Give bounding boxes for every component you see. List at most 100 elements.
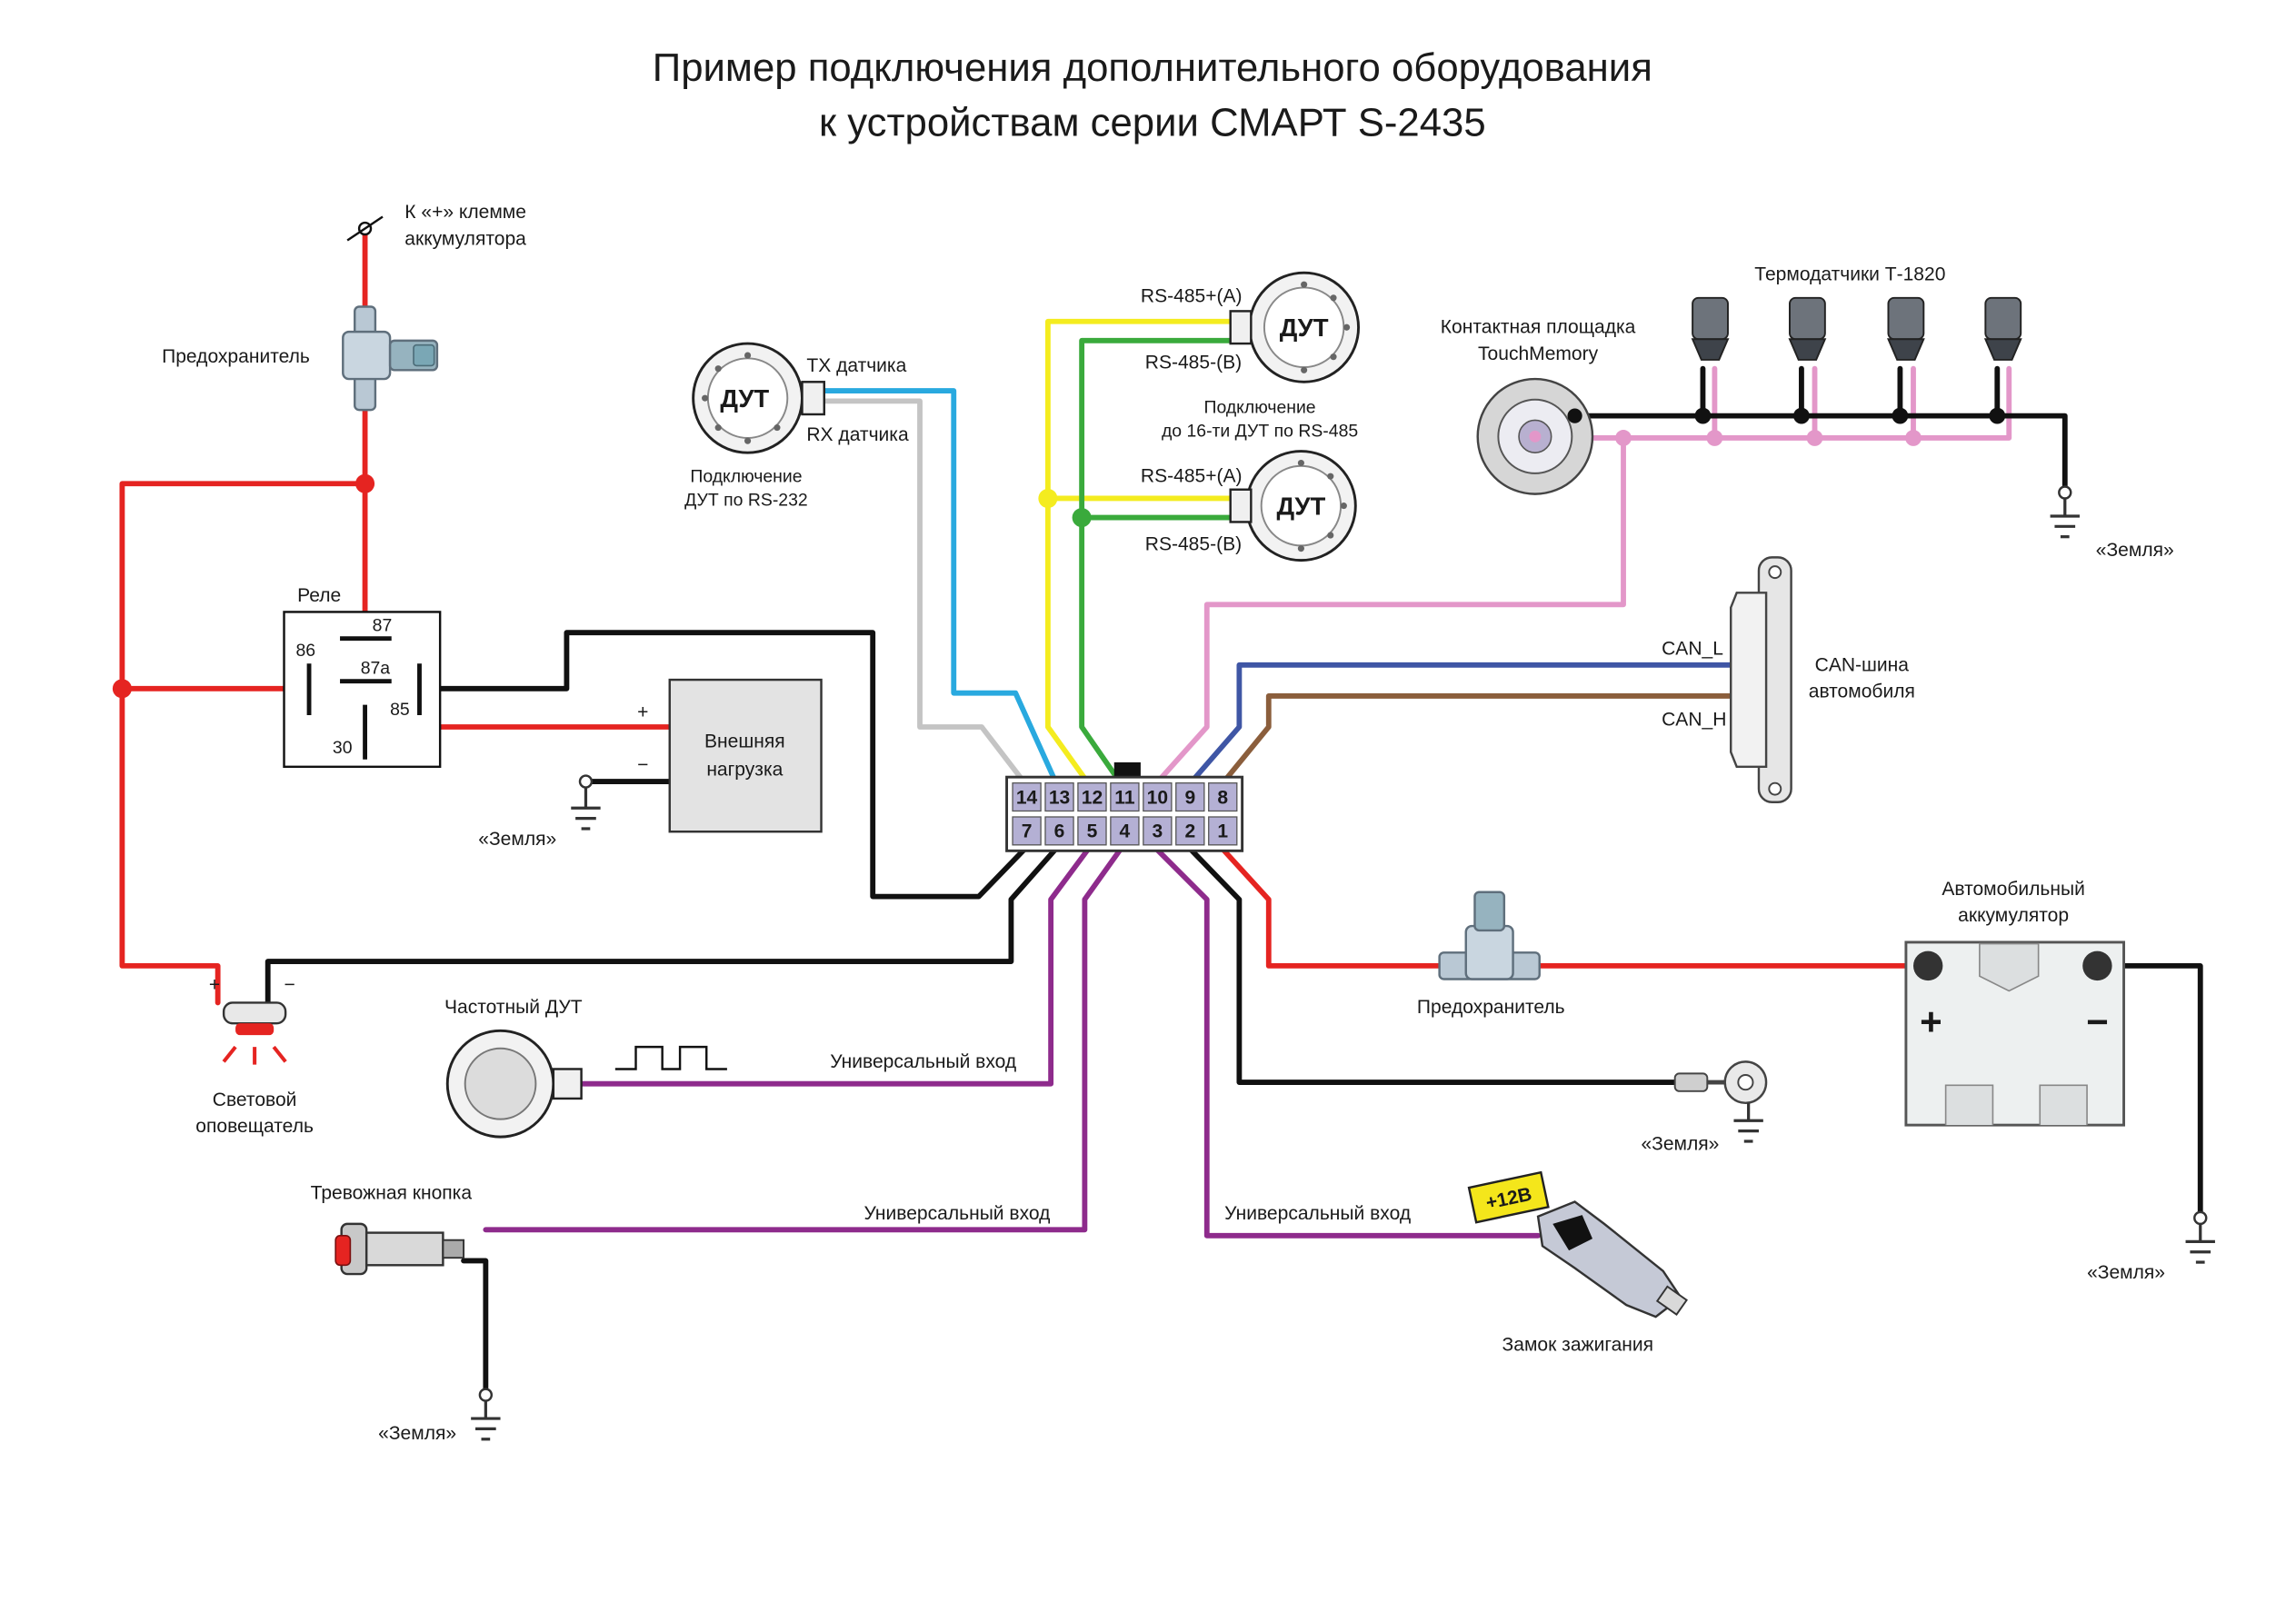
junction-dot — [1905, 430, 1922, 446]
rs485-note-2: до 16-ти ДУТ по RS-485 — [1162, 421, 1358, 441]
ground-lug: «Земля» — [1641, 1060, 1768, 1155]
touchmemory: Контактная площадка TouchMemory — [1441, 317, 1636, 495]
wire-pin10 — [1153, 435, 1626, 788]
relay: Реле 87 86 87a 85 30 — [283, 585, 442, 769]
ground-icon — [2058, 485, 2072, 500]
ground-sensors: «Земля» — [2050, 485, 2174, 561]
connector-pin-14: 14 — [1012, 782, 1042, 812]
relay-pin-86: 86 — [295, 641, 315, 661]
ignition: Универсальный вход +12В Замок зажигания — [1224, 1170, 1688, 1355]
pin-number: 12 — [1082, 787, 1103, 808]
car-battery-label-2: аккумулятор — [1958, 905, 2069, 926]
pin-cell — [1208, 782, 1238, 812]
dut-rs485-2: ДУТ RS-485+(A) RS-485-(B) — [1141, 450, 1357, 562]
wire-red-bus — [119, 481, 368, 1006]
wire-pin5 — [578, 845, 1093, 1087]
ground-load: «Земля» — [478, 774, 601, 850]
title-line-1: Пример подключения дополнительного обору… — [653, 45, 1652, 90]
can-connector-body — [1730, 592, 1768, 769]
junction-dot — [1793, 407, 1810, 424]
connector-pin-7: 7 — [1012, 816, 1042, 846]
ground-label: «Земля» — [478, 829, 556, 850]
ground-label: «Земля» — [2096, 540, 2174, 561]
can-bus-label-2: автомобиля — [1809, 682, 1915, 702]
touch-label-2: TouchMemory — [1478, 343, 1599, 364]
rx-label: RX датчика — [806, 424, 909, 445]
connector-pin-10: 10 — [1143, 782, 1173, 812]
alarm-button-red-icon — [334, 1235, 352, 1267]
connector-pin-8: 8 — [1208, 782, 1238, 812]
ground-icon — [478, 1388, 494, 1402]
pin-number: 2 — [1184, 821, 1195, 842]
fuse-insert-icon — [413, 343, 435, 367]
freq-dut-plug — [552, 1068, 583, 1100]
alarm-button-label: Тревожная кнопка — [311, 1182, 473, 1203]
battery-terminal-label-2: аккумулятора — [404, 228, 526, 249]
fuse-housing — [342, 330, 392, 381]
wire-pin9 — [1186, 662, 1740, 788]
beacon-lamp-icon — [235, 1023, 275, 1036]
ground-icon — [578, 774, 594, 789]
touch-label-1: Контактная площадка — [1441, 317, 1636, 338]
freq-dut: Частотный ДУТ Универсальный вход — [444, 997, 1016, 1139]
pin-number: 7 — [1022, 821, 1033, 842]
ground-label: «Земля» — [2087, 1262, 2165, 1283]
beacon-label-1: Световой — [213, 1090, 297, 1110]
rs485b-label-2: RS-485-(B) — [1145, 533, 1242, 554]
load-minus: − — [637, 755, 648, 776]
junction-dot — [112, 679, 132, 699]
load-label-2: нагрузка — [706, 760, 783, 781]
pin-cell — [1143, 816, 1173, 846]
dut-rs232-label: ДУТ — [720, 384, 769, 413]
fuse-top-label: Предохранитель — [162, 346, 310, 367]
junction-dot — [1615, 430, 1632, 446]
can-bus-label-1: CAN-шина — [1815, 654, 1910, 675]
can-connector: CAN_L CAN_H CAN-шина автомобиля — [1662, 556, 1915, 803]
freq-dut-face — [464, 1047, 537, 1120]
rs485b-label-1: RS-485-(B) — [1145, 353, 1242, 373]
wire-sensor-ground — [1572, 413, 2068, 490]
dut-rs232-plug — [801, 381, 825, 416]
junction-dot — [1694, 407, 1712, 424]
pin-number: 14 — [1016, 787, 1038, 808]
wire-pin6 — [265, 845, 1060, 1006]
battery-plus-sign: + — [1920, 1000, 1942, 1043]
wire-pin7 — [416, 630, 1029, 900]
connector-pin-9: 9 — [1175, 782, 1205, 812]
connector-pin-4: 4 — [1110, 816, 1140, 846]
relay-pin-87a: 87a — [361, 659, 391, 679]
connector-pin-12: 12 — [1077, 782, 1107, 812]
pin-cell — [1110, 816, 1140, 846]
pin-number: 11 — [1114, 787, 1135, 808]
dut-rs485-2-label: ДУТ — [1276, 492, 1325, 520]
pin-cell — [1175, 782, 1205, 812]
connector-pin-3: 3 — [1143, 816, 1173, 846]
external-load: Внешняя нагрузка + − — [637, 678, 823, 833]
alarm-button: Тревожная кнопка Универсальный вход — [311, 1182, 1050, 1276]
car-battery-label-1: Автомобильный — [1942, 879, 2085, 900]
battery-terminal-label-1: К «+» клемме — [404, 202, 526, 223]
wires — [119, 225, 2203, 1392]
universal-input-label-1: Универсальный вход — [830, 1051, 1016, 1072]
beacon-minus: − — [285, 974, 295, 995]
wire-pin14 — [821, 398, 1029, 788]
relay-pin-87: 87 — [373, 616, 393, 636]
fuse-bottom-label: Предохранитель — [1417, 997, 1565, 1018]
dut-rs485-1: ДУТ RS-485+(A) RS-485-(B) Подключение до… — [1141, 271, 1361, 441]
beacon-plus: + — [209, 974, 220, 995]
dut-rs232: ДУТ TX датчика RX датчика Подключение ДУ… — [684, 342, 909, 511]
relay-pin-30: 30 — [333, 738, 353, 758]
pin-cell — [1208, 816, 1238, 846]
wire-pin2 — [1186, 845, 1681, 1086]
pulse-signal-icon — [614, 1045, 727, 1070]
ground-button: «Земля» — [378, 1388, 501, 1444]
fuse-bottom: Предохранитель — [1417, 891, 1565, 1018]
pin-cell — [1110, 782, 1140, 812]
pin-cell — [1012, 782, 1042, 812]
ground-battery: «Земля» — [2087, 1210, 2215, 1283]
wire-button-ground — [461, 1258, 489, 1392]
pin-number: 5 — [1087, 821, 1098, 842]
wire-pin4 — [483, 845, 1124, 1233]
can-l-label: CAN_L — [1662, 638, 1723, 659]
